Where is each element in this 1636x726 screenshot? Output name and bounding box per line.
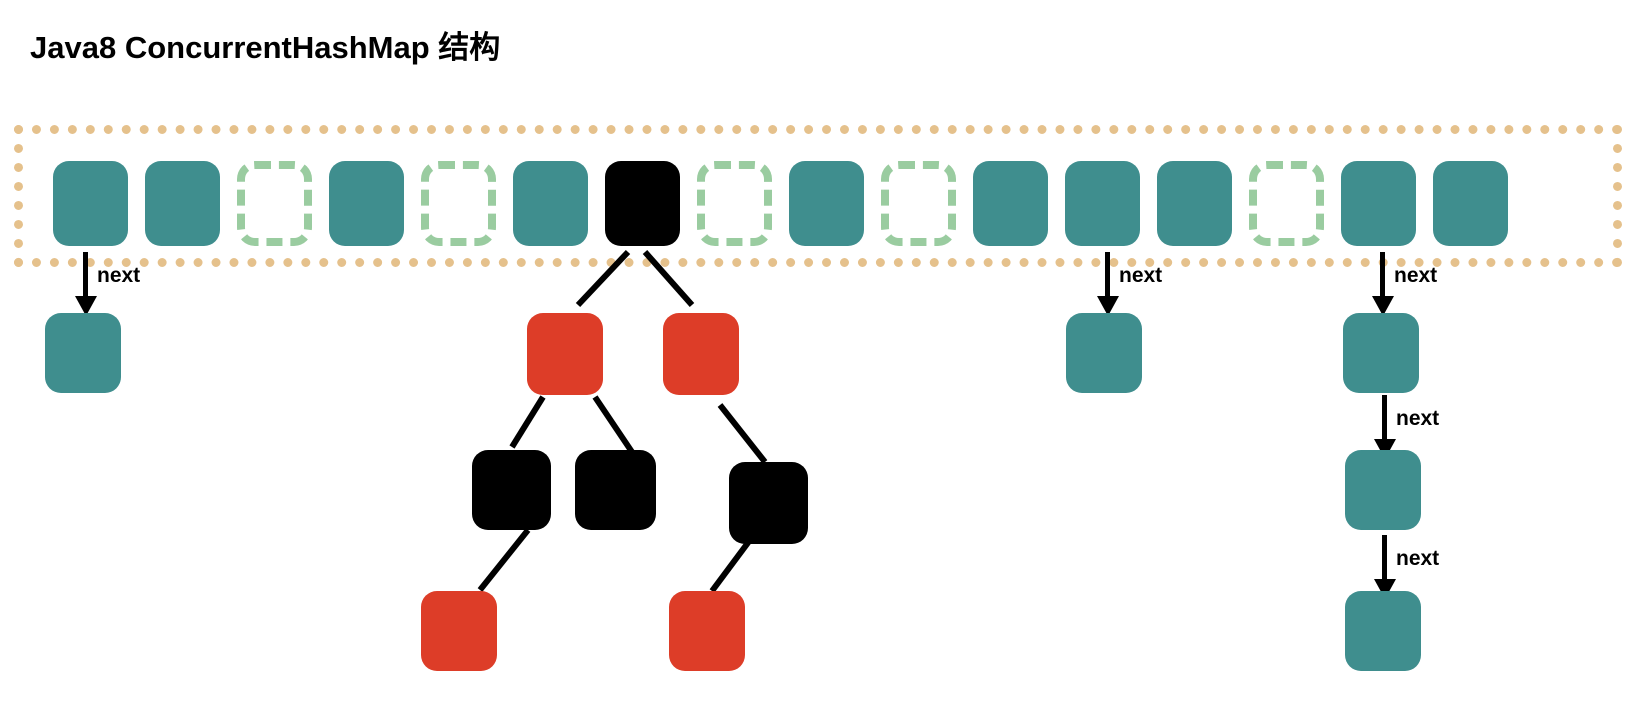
next-arrow-chain14-0: next [1372, 252, 1472, 316]
tree-node-red-leaf-left[interactable] [421, 591, 497, 671]
tree-node-black-left[interactable] [472, 450, 551, 530]
next-arrow-chain14-2: next [1374, 535, 1474, 599]
tree-node-red-left[interactable] [527, 313, 603, 395]
chain-node-11-0[interactable] [1066, 313, 1142, 393]
array-cell-12[interactable] [1157, 161, 1232, 246]
next-label: next [97, 264, 141, 287]
tree-node-red-right[interactable] [663, 313, 739, 395]
arrow-head-icon [1372, 296, 1394, 316]
array-cell-6-tree-root[interactable] [605, 161, 680, 246]
array-cell-8[interactable] [789, 161, 864, 246]
array-cell-1[interactable] [145, 161, 220, 246]
array-cell-4-empty[interactable] [421, 161, 496, 246]
array-cell-13-empty[interactable] [1249, 161, 1324, 246]
array-cell-11[interactable] [1065, 161, 1140, 246]
next-label: next [1396, 407, 1440, 430]
next-label: next [1396, 547, 1440, 570]
arrow-head-icon [75, 296, 97, 316]
bucket-array-container [14, 125, 1622, 267]
next-label: next [1394, 264, 1438, 287]
array-cell-3[interactable] [329, 161, 404, 246]
array-cell-2-empty[interactable] [237, 161, 312, 246]
array-cell-15[interactable] [1433, 161, 1508, 246]
tree-node-red-leaf-right[interactable] [669, 591, 745, 671]
tree-node-black-middle[interactable] [575, 450, 656, 530]
next-label: next [1119, 264, 1163, 287]
arrow-head-icon [1097, 296, 1119, 316]
page-title: Java8 ConcurrentHashMap 结构 [30, 30, 501, 65]
array-cell-10[interactable] [973, 161, 1048, 246]
tree-node-black-right[interactable] [729, 462, 808, 544]
arrow-shaft [1105, 252, 1110, 300]
array-cell-9-empty[interactable] [881, 161, 956, 246]
chain-node-0-0[interactable] [45, 313, 121, 393]
array-cell-14[interactable] [1341, 161, 1416, 246]
array-cell-0[interactable] [53, 161, 128, 246]
arrow-shaft [1382, 535, 1387, 583]
chain-node-14-1[interactable] [1345, 450, 1421, 530]
next-arrow-chain11-0: next [1097, 252, 1197, 316]
chain-node-14-0[interactable] [1343, 313, 1419, 393]
array-cell-5[interactable] [513, 161, 588, 246]
arrow-shaft [1382, 395, 1387, 443]
arrow-shaft [83, 252, 88, 300]
array-cell-7-empty[interactable] [697, 161, 772, 246]
next-arrow-chain0-0: next [75, 252, 175, 316]
chain-node-14-2[interactable] [1345, 591, 1421, 671]
arrow-shaft [1380, 252, 1385, 300]
